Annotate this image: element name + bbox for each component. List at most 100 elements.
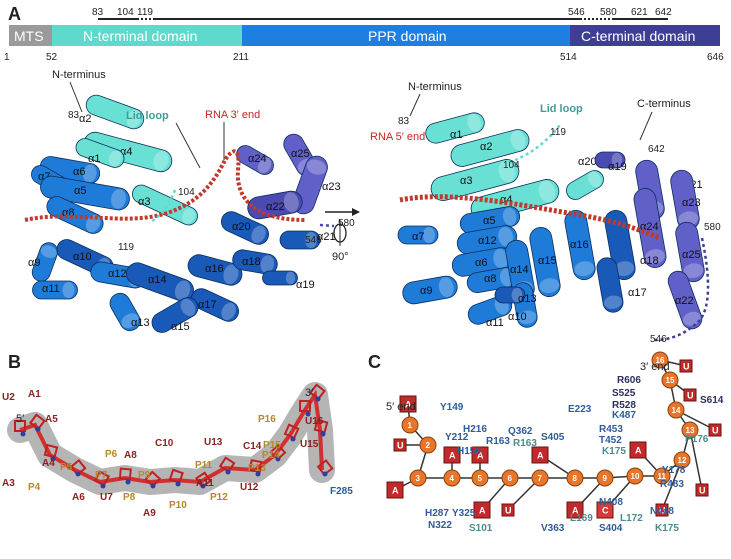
- base-letter-4: A: [449, 451, 456, 461]
- tick-1: 1: [4, 52, 10, 63]
- residue-k487: K487: [612, 410, 636, 421]
- right-helix-20: [564, 209, 596, 281]
- rotation-label: 90°: [332, 251, 349, 263]
- nucleotide-number-10: 10: [631, 472, 640, 481]
- residue-n408: N408: [599, 497, 623, 508]
- left-helix-2: [83, 131, 173, 173]
- left-helix-24: [109, 292, 141, 332]
- left-num-83: 83: [68, 110, 80, 121]
- rna-density-map: [7, 382, 335, 495]
- domain-n-terminal-label: N-terminal domain: [83, 28, 197, 44]
- right-helix-14: [456, 225, 518, 255]
- domain-c-terminal-label: C-terminal domain: [581, 28, 695, 44]
- domain-mts: [9, 25, 52, 46]
- residue-s404: S404: [599, 523, 623, 534]
- right-c-loop-dashes: [654, 237, 710, 342]
- tick-642: 642: [655, 7, 672, 18]
- right-helix-22-label: α17: [628, 287, 647, 299]
- left-num-546: 546: [305, 235, 322, 246]
- right-c-terminus-label: C-terminus: [637, 98, 691, 110]
- left-helix-21-label: α18: [242, 256, 261, 268]
- base-label-p14: P14: [262, 450, 280, 461]
- base-label-a6: A6: [72, 492, 85, 503]
- panel-b-5-end: 5′: [16, 413, 24, 425]
- base-label-a3: A3: [2, 478, 15, 489]
- left-helix-7: [132, 184, 198, 226]
- panel-c-3-end: 3′ end: [640, 361, 670, 373]
- tick-646: 646: [707, 52, 724, 63]
- base-letter-3: A: [392, 486, 399, 496]
- residue-teal-l172-4: L172: [620, 513, 643, 524]
- residue-h287: H287: [425, 508, 449, 519]
- left-view-labels: N-terminus 83 Lid loop RNA 3′ end 104 11…: [52, 69, 355, 253]
- right-num-642: 642: [648, 144, 665, 155]
- base-letter-11: A: [635, 446, 642, 456]
- right-structure-view: α1α2α3α4α20α19α21α24α23α25α22α5α7α12α6α8…: [397, 112, 710, 342]
- left-helix-9: [236, 145, 274, 175]
- right-helix-1: [425, 112, 485, 144]
- base-2: [393, 438, 407, 452]
- left-helix-9-label: α24: [248, 153, 267, 165]
- left-rna-strand: [24, 149, 306, 222]
- nucleotide-number-14: 14: [672, 406, 681, 415]
- right-helix-20-label: α16: [570, 239, 589, 251]
- base-1: [399, 395, 417, 413]
- nucleotide-number-7: 7: [538, 474, 543, 483]
- right-rna-strand: [399, 194, 661, 241]
- left-helix-20-label: α16: [205, 263, 224, 275]
- right-helix-23-label: α10: [508, 311, 527, 323]
- right-helix-4-label: α4: [500, 194, 512, 206]
- left-helix-3: [75, 138, 125, 168]
- base-5: [471, 446, 489, 464]
- left-helix-25-label: α15: [171, 321, 190, 333]
- base-label-p10: P10: [169, 500, 187, 511]
- base-10: [596, 501, 614, 519]
- nucleotide-number-5: 5: [478, 474, 483, 483]
- right-view-labels: N-terminus 83 RNA 5′ end Lid loop 119 10…: [370, 81, 721, 345]
- left-helix-23: [262, 270, 298, 286]
- base-label-p15: P15: [263, 440, 281, 451]
- right-helix-17: [402, 275, 458, 305]
- nucleotide-8: [566, 469, 584, 487]
- residue-y325: Y325: [452, 508, 476, 519]
- tick-211: 211: [233, 52, 249, 63]
- left-helix-18: [32, 280, 78, 300]
- left-helix-6-label: α5: [74, 185, 86, 197]
- base-11: [629, 441, 647, 459]
- nucleotide-14: [667, 401, 685, 419]
- residue-n448: N448: [650, 506, 674, 517]
- residue-q362: Q362: [508, 426, 533, 437]
- tick-580: 580: [600, 7, 617, 18]
- base-label-p11: P11: [195, 460, 213, 471]
- residue-s405: S405: [541, 432, 565, 443]
- rna-backbone: [409, 359, 691, 479]
- left-helix-14: [279, 230, 321, 250]
- right-helix-15-label: α6: [475, 257, 487, 269]
- right-helix-2-label: α2: [480, 141, 492, 153]
- base-letter-9: A: [572, 506, 579, 516]
- left-helix-1-label: α2: [79, 113, 91, 125]
- base-letter-2: U: [397, 441, 404, 451]
- nucleotide-16: [651, 351, 669, 369]
- residue-y212: Y212: [445, 432, 469, 443]
- base-14: [708, 423, 722, 437]
- base-letter-7: U: [505, 506, 512, 516]
- left-helix-15: [31, 242, 59, 282]
- nucleotide-number-12: 12: [678, 456, 687, 465]
- base-label-u15: U15: [300, 439, 319, 450]
- right-lid-loop-label: Lid loop: [540, 103, 583, 115]
- nucleotide-number-2: 2: [426, 441, 431, 450]
- right-helix-16-label: α8: [484, 273, 496, 285]
- right-rna-end-label: RNA 5′ end: [370, 131, 425, 143]
- left-helix-16-label: α10: [73, 251, 92, 263]
- residue-s614: S614: [700, 395, 724, 406]
- top-tick-labels: 83 104 119 546 580 621 642: [92, 7, 672, 18]
- nucleotide-number-3: 3: [416, 474, 421, 483]
- left-helix-20: [187, 254, 243, 286]
- residue-r483: R483: [660, 479, 684, 490]
- left-helix-11-label: α23: [322, 181, 341, 193]
- nucleotide-6: [501, 469, 519, 487]
